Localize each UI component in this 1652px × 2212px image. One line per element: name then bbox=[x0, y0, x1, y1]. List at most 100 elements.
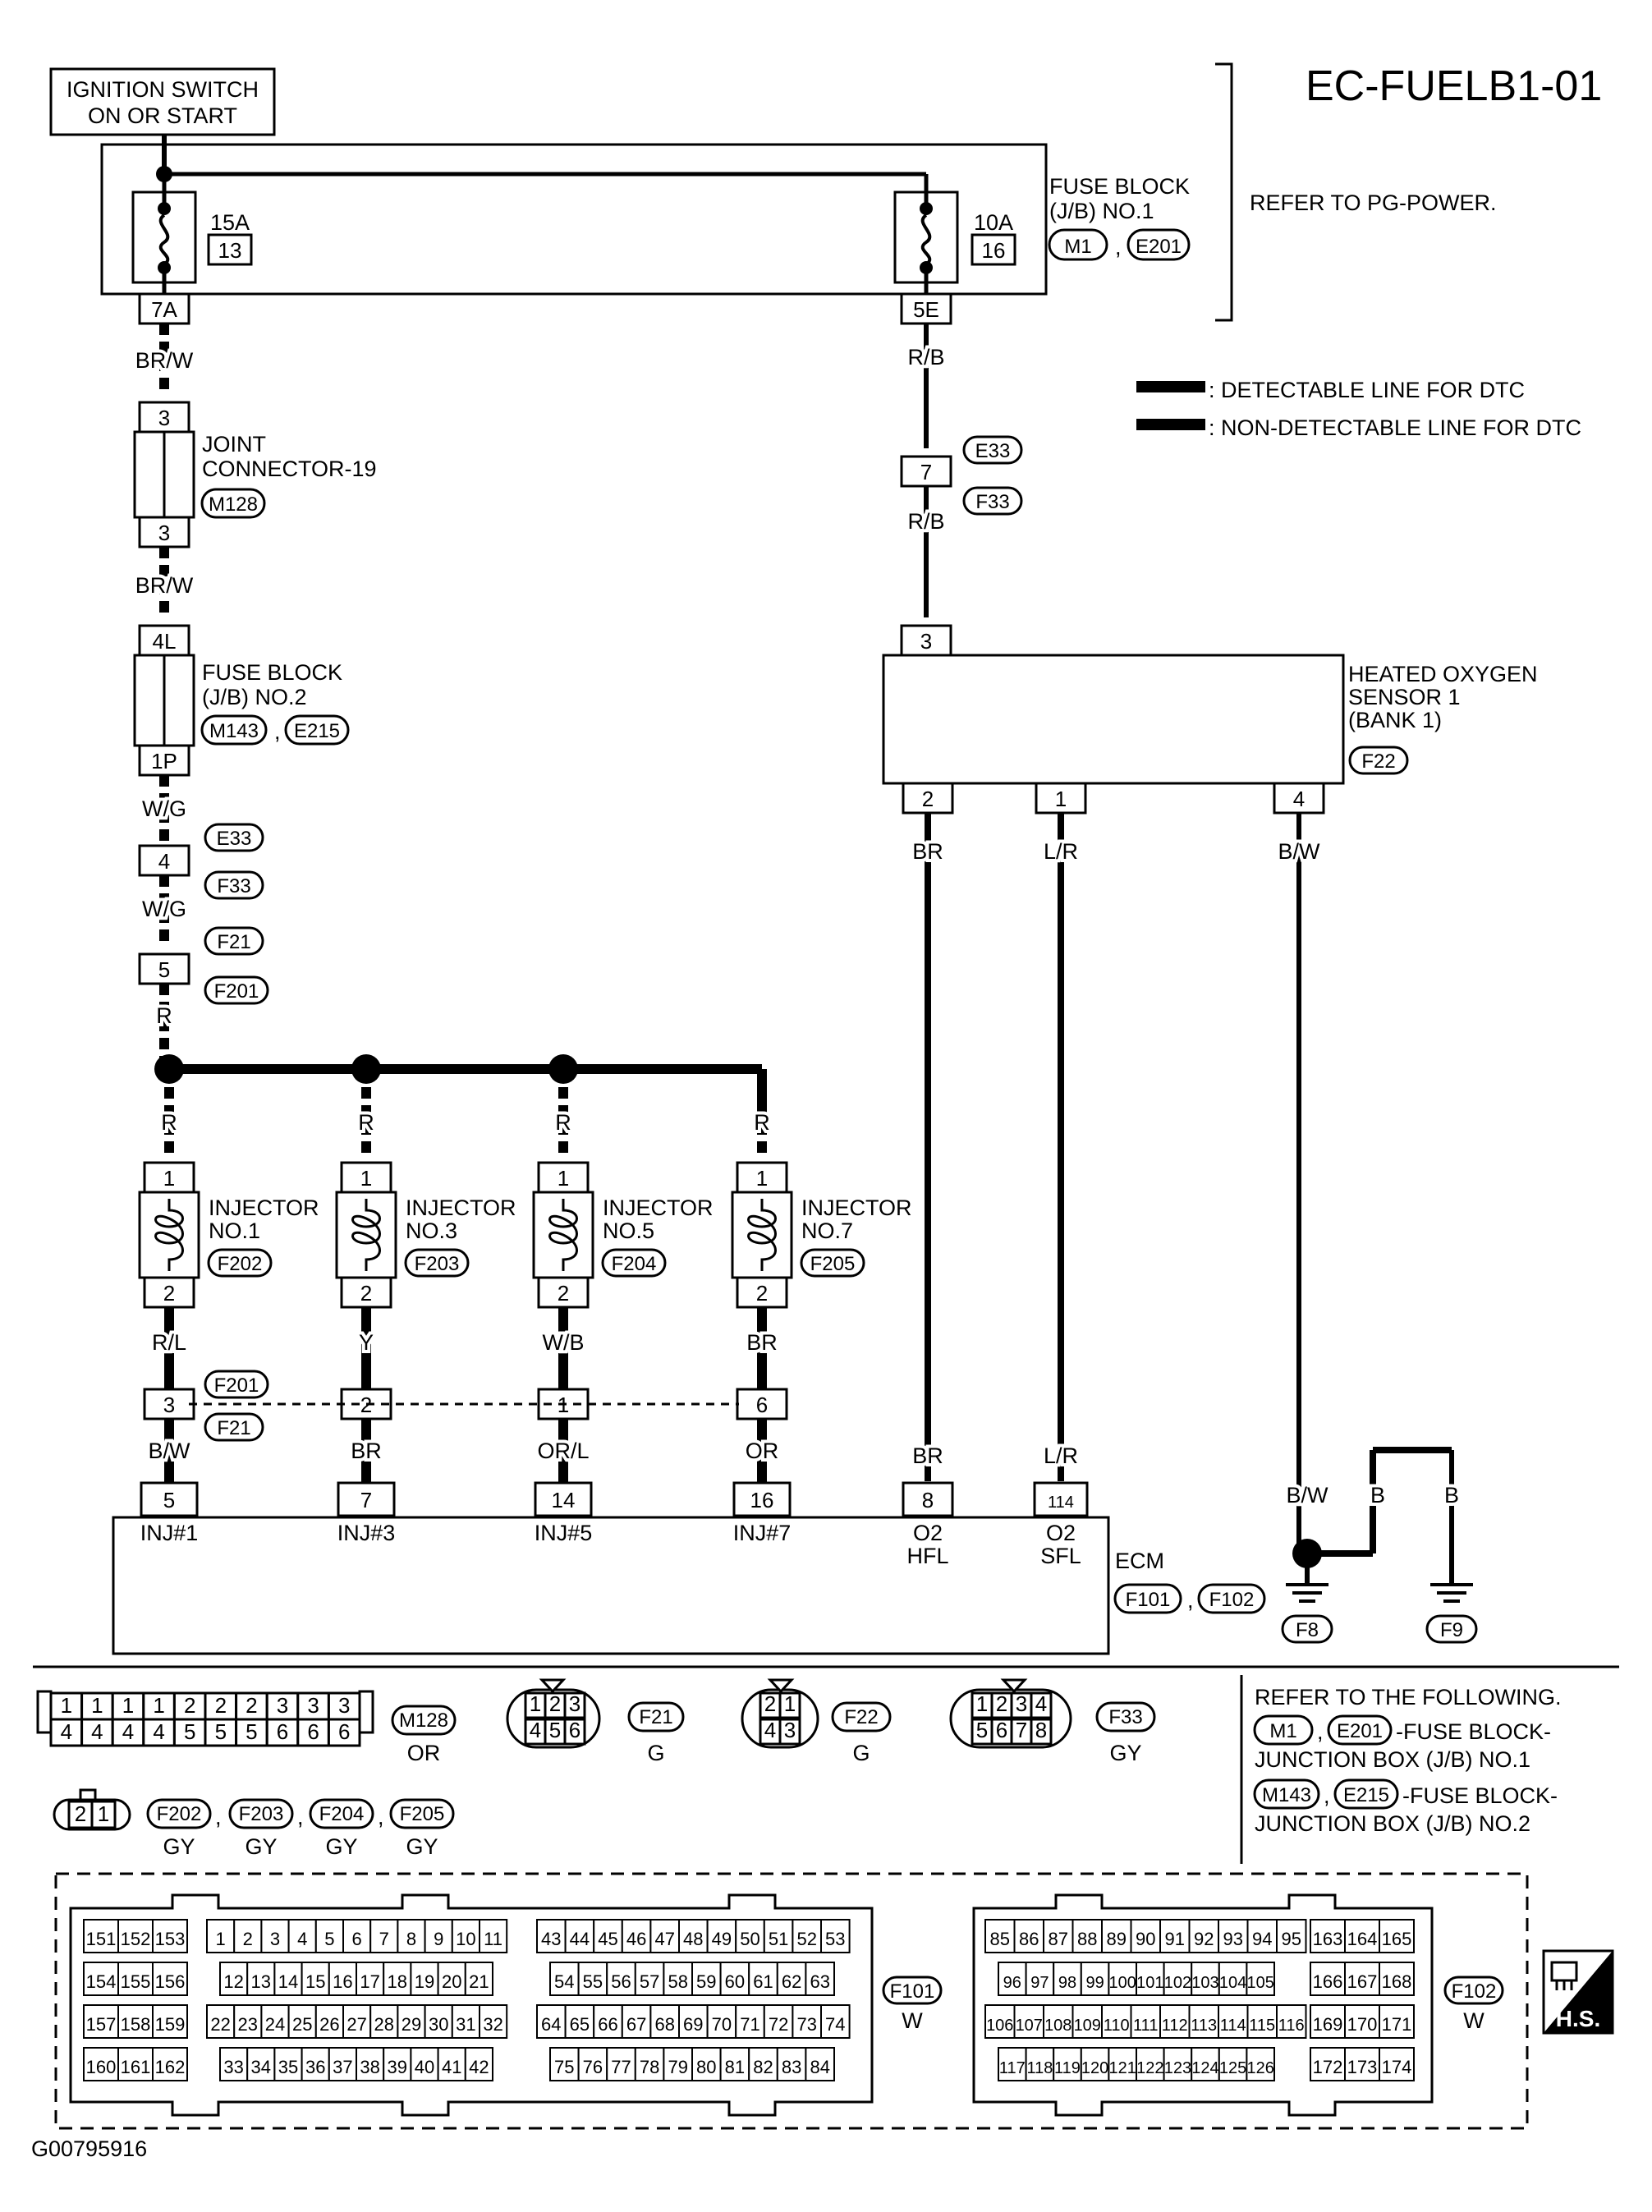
m128-color: OR bbox=[407, 1741, 441, 1765]
ecm-conn-pin: 169 bbox=[1313, 2014, 1343, 2035]
injector-conn: F204 bbox=[612, 1253, 657, 1275]
ecm-conn-pin: 10 bbox=[456, 1929, 475, 1949]
wire-lr-ho2s: L/R bbox=[1044, 839, 1078, 864]
ecm-conn-pin: 3 bbox=[270, 1929, 280, 1949]
wire-brw-1: BR/W bbox=[135, 348, 194, 373]
ecm-o2a-l2: HFL bbox=[906, 1544, 948, 1568]
refer-pg-power: REFER TO PG-POWER. bbox=[1250, 190, 1497, 215]
joint-pin-bottom: 3 bbox=[158, 521, 170, 545]
ecm-conn-pin: 100 bbox=[1109, 1974, 1136, 1992]
ecm-conn-pin: 32 bbox=[483, 2014, 502, 2035]
ecm-conn-pin: 19 bbox=[415, 1971, 434, 1992]
wire-inj-ecm: BR bbox=[351, 1439, 382, 1463]
ecm-conn-pin: 31 bbox=[456, 2014, 475, 2035]
ecm-conn-pin: 123 bbox=[1164, 2059, 1191, 2077]
fuse-block-2-conn2: E215 bbox=[294, 720, 340, 742]
wire-wg-2: W/G bbox=[142, 897, 186, 921]
injector-label1: INJECTOR bbox=[603, 1195, 714, 1220]
ecm-conn-pin: 162 bbox=[155, 2057, 186, 2077]
figure-code: G00795916 bbox=[31, 2136, 147, 2161]
inj-conn-sep: , bbox=[378, 1805, 384, 1829]
ecm-conn-pin: 99 bbox=[1085, 1974, 1104, 1992]
ecm-conn-pin: 165 bbox=[1382, 1929, 1412, 1949]
refer-c3: M143 bbox=[1262, 1784, 1311, 1806]
ecm-conn-pin: 14 bbox=[278, 1971, 298, 1992]
ecm-conn-pin: 69 bbox=[683, 2014, 703, 2035]
injector-pin-1: 1 bbox=[163, 1166, 175, 1191]
ecm-conn-pin: 98 bbox=[1058, 1974, 1076, 1992]
fuse-block-2-label1: FUSE BLOCK bbox=[202, 660, 342, 685]
m128-pin: 2 bbox=[184, 1693, 195, 1718]
m128-pin: 4 bbox=[91, 1719, 103, 1744]
ecm-conn-pin: 113 bbox=[1191, 2017, 1217, 2035]
fuse-b-number: 16 bbox=[982, 238, 1006, 263]
injector-pin-1: 1 bbox=[360, 1166, 372, 1191]
f21-pin: 3 bbox=[569, 1691, 580, 1716]
e33-pin-7: 7 bbox=[920, 460, 932, 484]
ecm-conn-pin: 151 bbox=[86, 1929, 117, 1949]
ecm-conn-pin: 114 bbox=[1220, 2017, 1246, 2035]
fuse-b-rating: 10A bbox=[974, 210, 1013, 235]
ecm-conn-pin: 36 bbox=[305, 2057, 325, 2077]
ecm-conn-pin: 174 bbox=[1382, 2057, 1412, 2077]
ecm-pin-label: INJ#3 bbox=[337, 1521, 396, 1545]
f33-pin: 7 bbox=[1016, 1718, 1027, 1742]
hs-badge-text: H.S. bbox=[1556, 2006, 1600, 2031]
injector-pin-2: 2 bbox=[558, 1281, 569, 1306]
ecm: 8 O2 HFL 114 O2 SFL ECM F101 , F102 bbox=[112, 1481, 1266, 1655]
ecm-conn-pin: 11 bbox=[484, 1929, 502, 1949]
fuse-block-2-in: 4L bbox=[153, 629, 177, 654]
wire-inj-ecm: OR/L bbox=[537, 1439, 589, 1463]
svg-text:,: , bbox=[1317, 1719, 1324, 1744]
f102-id: F102 bbox=[1452, 1980, 1497, 2003]
ecm-conn-pin: 65 bbox=[570, 2014, 590, 2035]
injector-pin-2: 2 bbox=[163, 1281, 175, 1306]
solenoid-coil-icon bbox=[747, 1199, 777, 1271]
f21-id: F21 bbox=[639, 1706, 672, 1728]
left-supply-chain: BR/W 3 3 JOINT CONNECTOR-19 M128 BR/W 4L… bbox=[132, 324, 377, 1059]
injector-pin-2: 2 bbox=[756, 1281, 768, 1306]
ecm-conn-pin: 38 bbox=[360, 2057, 379, 2077]
ecm-conn-pin: 85 bbox=[990, 1929, 1010, 1949]
mid-connector-pin: 3 bbox=[163, 1393, 175, 1417]
ecm-conn-pin: 96 bbox=[1003, 1974, 1021, 1992]
injector-label1: INJECTOR bbox=[406, 1195, 516, 1220]
ecm-conn-pin: 110 bbox=[1104, 2017, 1130, 2035]
ecm-conn-pin: 63 bbox=[810, 1971, 829, 1992]
e33-pin-4: 4 bbox=[158, 849, 170, 874]
joint-label1: JOINT bbox=[202, 432, 266, 457]
wire-rb-1: R/B bbox=[907, 345, 944, 369]
refer-c4: E215 bbox=[1343, 1784, 1389, 1806]
ecm-conn-pin: 28 bbox=[374, 2014, 394, 2035]
ecm-conn-pin: 107 bbox=[1016, 2017, 1043, 2035]
fuse-block-2-label2: (J/B) NO.2 bbox=[202, 685, 307, 709]
injector-conn: F205 bbox=[810, 1253, 856, 1275]
m128-pin: 1 bbox=[91, 1693, 103, 1718]
ecm-conn-pin: 8 bbox=[406, 1929, 416, 1949]
refer-c1: M1 bbox=[1269, 1720, 1296, 1742]
f22-color: G bbox=[852, 1741, 870, 1765]
inj-conn-color: GY bbox=[325, 1834, 357, 1859]
ecm-conn-pin: 117 bbox=[999, 2059, 1026, 2077]
ecm-conn-pin: 80 bbox=[696, 2057, 716, 2077]
inj-conn-color: GY bbox=[406, 1834, 438, 1859]
m128-id: M128 bbox=[399, 1709, 448, 1732]
conn-f201-mid: F201 bbox=[214, 1374, 259, 1397]
ecm-conn-pin: 119 bbox=[1054, 2059, 1081, 2077]
ecm-conn-pin: 76 bbox=[583, 2057, 603, 2077]
fuse-block-1-conn1: M1 bbox=[1064, 236, 1091, 258]
ecm-conn-pin: 120 bbox=[1081, 2059, 1108, 2077]
ground-f9-icon bbox=[1430, 1583, 1473, 1603]
ecm-conn-pin: 45 bbox=[598, 1929, 617, 1949]
injector-conn-pin: 1 bbox=[98, 1801, 109, 1826]
ho2s-pin-2: 2 bbox=[922, 787, 934, 811]
ecm-conn-pin: 27 bbox=[346, 2014, 366, 2035]
ecm-conn-pin: 105 bbox=[1247, 1974, 1274, 1992]
injector-pin-1: 1 bbox=[558, 1166, 569, 1191]
ecm-conn-pin: 89 bbox=[1107, 1929, 1127, 1949]
ecm-conn-pin: 71 bbox=[740, 2014, 759, 2035]
